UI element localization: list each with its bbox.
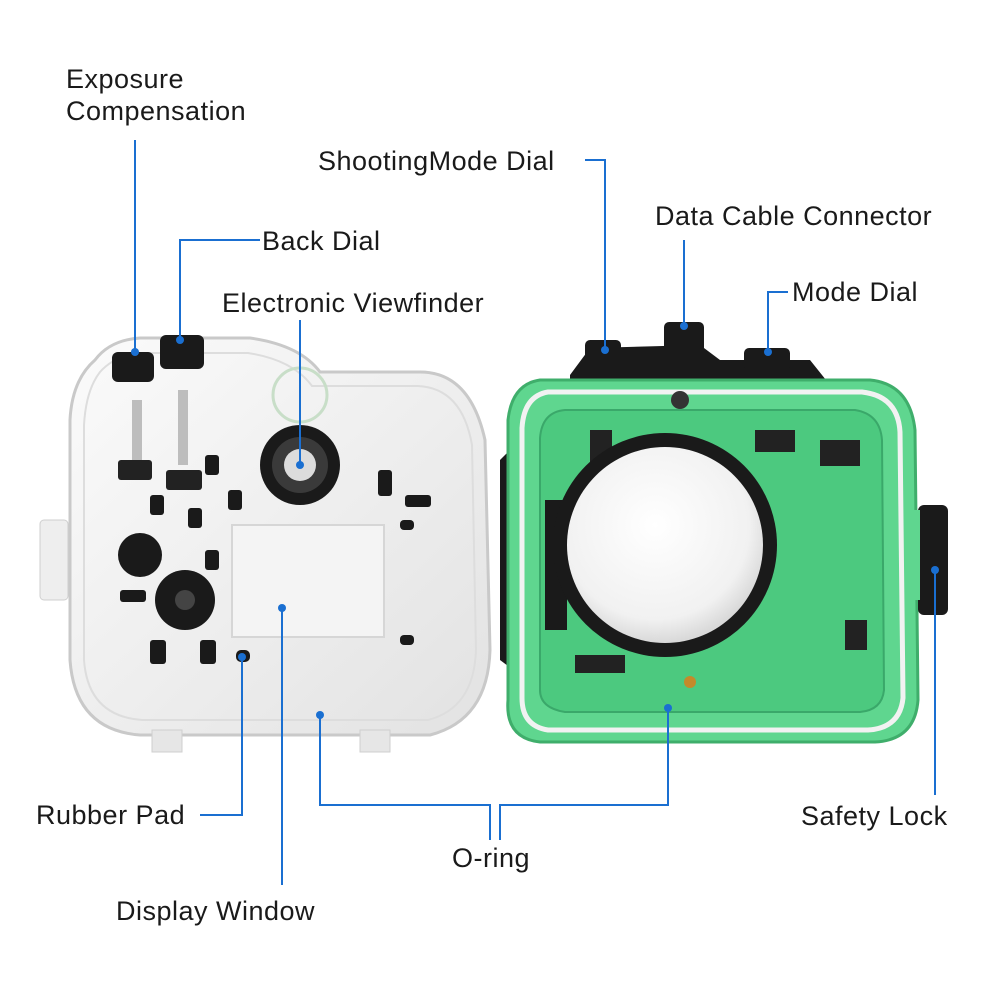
display-window-glass [231,524,385,638]
label-display-window: Display Window [116,896,316,926]
leader-lines [134,140,936,885]
dot-rubber-pad [238,653,246,661]
gear-1 [118,533,162,577]
label-exposure-compensation-line1: Exposure [66,64,185,94]
leader-o-ring-left [319,715,491,840]
label-electronic-viewfinder: Electronic Viewfinder [222,288,485,318]
button-plunger-1 [118,460,152,480]
label-mode-dial: Mode Dial [792,277,919,307]
dot-data-cable-connector [680,322,688,330]
label-exposure-compensation-line2: Compensation [66,96,247,126]
hinge-tab-left [151,729,183,753]
back-door-inner-rim [83,352,478,721]
hinge-tab-right [359,729,391,753]
lens-port-glass [567,447,763,643]
leader-o-ring-right [499,708,669,840]
back-dial-knob [160,335,204,369]
dot-o-ring-left [316,711,324,719]
dot-shooting-mode-dial [601,346,609,354]
dot-back-dial [176,336,184,344]
leader-mode-dial [767,291,788,352]
label-shooting-mode-dial: ShootingMode Dial [318,146,555,176]
left-latch-tab [39,519,69,601]
shaft-1 [132,400,142,460]
dot-exposure-compensation [131,348,139,356]
o-ring-seal [519,389,906,733]
label-back-dial: Back Dial [262,226,381,256]
leader-dots [131,322,939,719]
data-cable-connector-knob [664,322,704,354]
dot-electronic-viewfinder [296,461,304,469]
front-housing [500,322,948,744]
dot-display-window [278,604,286,612]
leader-back-dial [179,239,260,340]
exposure-compensation-knob [112,352,154,382]
dot-safety-lock [931,566,939,574]
button-plunger-2 [166,470,202,490]
mode-dial-knob [744,348,790,370]
label-safety-lock: Safety Lock [801,801,948,831]
tripod-mount [684,676,696,688]
leader-shooting-mode-dial [585,159,606,350]
back-door [39,335,492,753]
label-o-ring: O-ring [452,843,531,873]
label-data-cable-connector: Data Cable Connector [655,201,933,231]
leader-rubber-pad [200,657,243,816]
housing-top [570,345,830,385]
dot-o-ring-right [664,704,672,712]
label-rubber-pad: Rubber Pad [36,800,186,830]
dot-mode-dial [764,348,772,356]
safety-lock [918,505,948,615]
shaft-2 [178,390,188,465]
